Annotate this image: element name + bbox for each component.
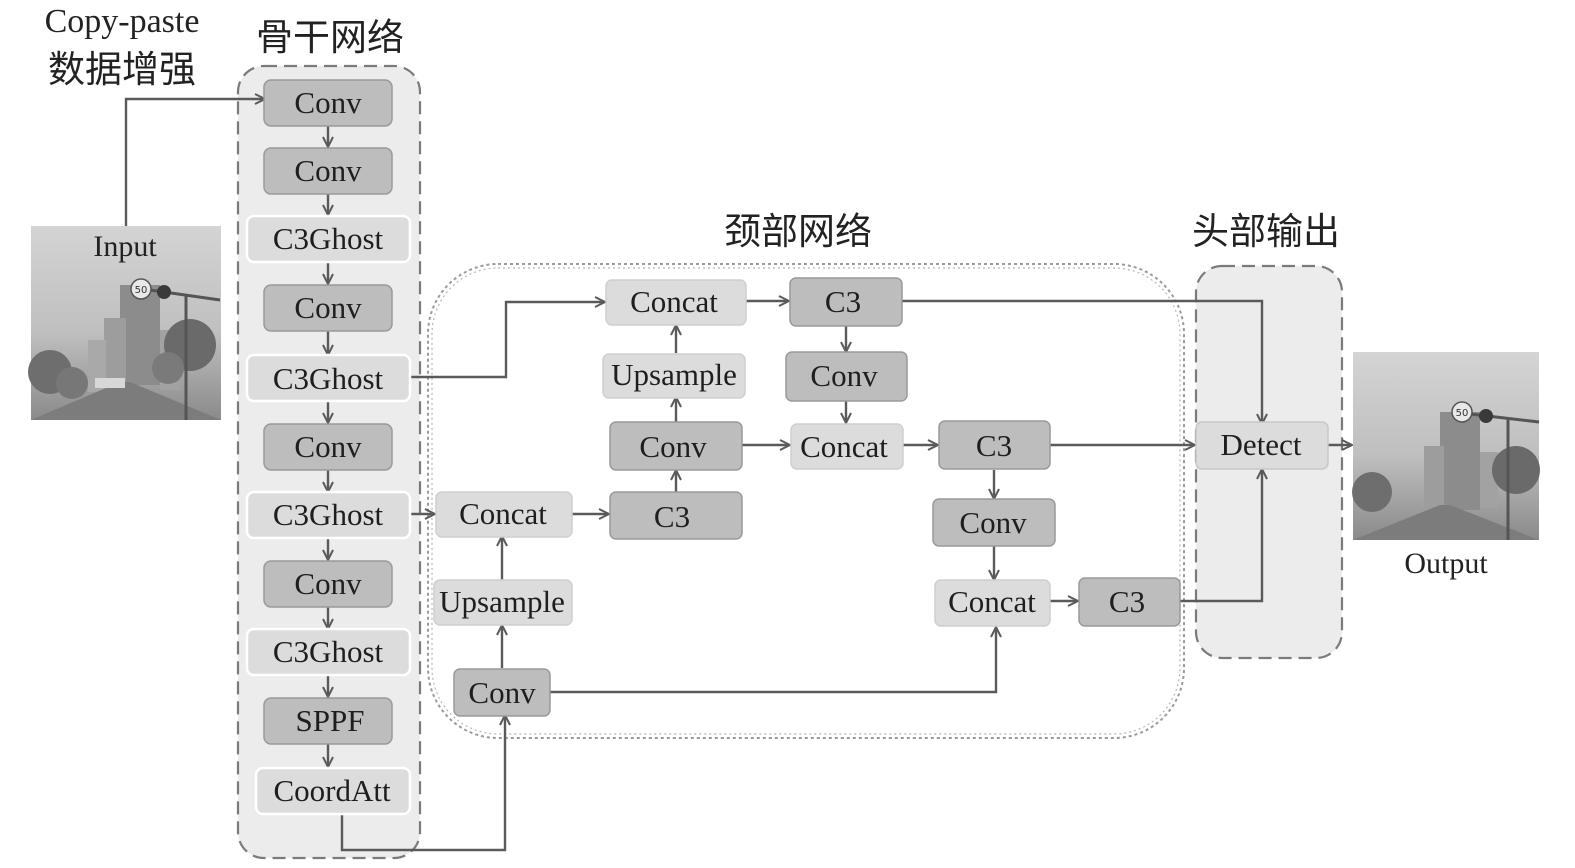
neck-conv-mid: Conv [609, 421, 743, 471]
backbone-node-3: C3Ghost [245, 214, 412, 264]
input-sign-text: 50 [135, 285, 148, 296]
backbone-node-7: C3Ghost [245, 490, 412, 540]
neck-c3-low: C3 [1078, 577, 1181, 627]
edges [124, 99, 1351, 852]
backbone-node-5: C3Ghost [245, 353, 412, 403]
head-detect: Detect [1195, 421, 1329, 470]
backbone-node-1: Conv [263, 79, 393, 127]
head-detect-label: Detect [1221, 427, 1302, 462]
backbone-title: 骨干网络 [256, 16, 404, 59]
neck-conv-right-low-label: Conv [959, 505, 1027, 540]
neck-c3-mid-right-label: C3 [976, 428, 1012, 463]
output-image: 50 [1352, 352, 1540, 540]
input-label: Input [93, 230, 157, 263]
neck-conv-mid-label: Conv [639, 429, 707, 464]
backbone-node-4-label: Conv [294, 290, 362, 325]
neck-panel-inner [431, 267, 1181, 735]
augmentation-title: 数据增强 [48, 48, 196, 91]
neck-concat-left: Concat [435, 491, 573, 538]
neck-upsample-top-label: Upsample [611, 357, 737, 392]
neck-concat-low: Concat [934, 579, 1051, 627]
backbone-node-9-label: C3Ghost [273, 634, 384, 669]
neck-upsample-left-label: Upsample [439, 584, 565, 619]
neck-c3-low-label: C3 [1109, 584, 1145, 619]
neck-c3-top-label: C3 [825, 284, 861, 319]
backbone-node-7-label: C3Ghost [273, 497, 384, 532]
neck-conv-right-low: Conv [932, 498, 1056, 547]
neck-conv-top-right-label: Conv [810, 358, 878, 393]
backbone-node-3-label: C3Ghost [273, 221, 384, 256]
neck-upsample-left: Upsample [433, 579, 573, 626]
output-label: Output [1404, 547, 1488, 580]
backbone-node-2-label: Conv [294, 153, 362, 188]
neck-concat-top-label: Concat [630, 284, 718, 319]
neck-panel [427, 263, 1185, 739]
output-sign-text: 50 [1456, 408, 1469, 419]
neck-c3-mid-right: C3 [938, 420, 1051, 470]
backbone-node-2: Conv [263, 147, 393, 195]
input-image: 50 [28, 226, 221, 420]
backbone-node-11-label: CoordAtt [273, 773, 391, 808]
neck-concat-mid-label: Concat [800, 429, 888, 464]
neck-concat-left-label: Concat [459, 496, 547, 531]
neck-concat-top: Concat [605, 279, 747, 326]
neck-title: 颈部网络 [724, 210, 872, 253]
neck-concat-low-label: Concat [948, 584, 1036, 619]
neck-upsample-top: Upsample [602, 353, 746, 399]
neck-c3-top: C3 [789, 277, 903, 327]
backbone-node-1-label: Conv [294, 85, 362, 120]
neck-c3-left-label: C3 [654, 499, 690, 534]
backbone-node-5-label: C3Ghost [273, 361, 384, 396]
backbone-node-10: SPPF [263, 697, 393, 745]
head-title: 头部输出 [1192, 210, 1340, 253]
copy-paste-title: Copy-paste [45, 3, 200, 40]
neck-c3-left: C3 [609, 491, 743, 540]
backbone-node-11: CoordAtt [254, 766, 412, 816]
backbone-node-10-label: SPPF [296, 703, 365, 738]
neck-conv-bottom-label: Conv [468, 675, 536, 710]
neck-conv-bottom: Conv [453, 668, 551, 717]
backbone-node-6: Conv [263, 423, 393, 471]
neck-conv-top-right: Conv [785, 351, 908, 402]
backbone-node-9: C3Ghost [245, 627, 412, 677]
backbone-node-4: Conv [263, 284, 393, 332]
neck-concat-mid: Concat [790, 423, 904, 470]
backbone-node-6-label: Conv [294, 429, 362, 464]
backbone-node-8-label: Conv [294, 566, 362, 601]
backbone-node-8: Conv [263, 560, 393, 608]
